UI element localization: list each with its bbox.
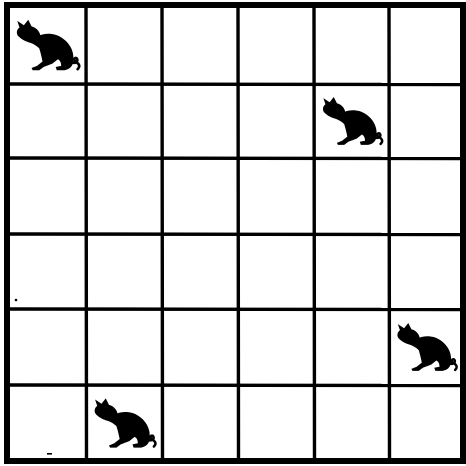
grid-line-horizontal bbox=[7, 84, 463, 85]
board-cell[interactable] bbox=[87, 8, 161, 83]
grid-line-horizontal bbox=[7, 158, 463, 159]
board-cell[interactable] bbox=[390, 235, 462, 308]
board-cell[interactable] bbox=[239, 85, 313, 157]
board-cell[interactable] bbox=[390, 85, 462, 157]
board-cell[interactable] bbox=[87, 85, 161, 157]
paper-speck bbox=[47, 453, 52, 455]
board-cell[interactable] bbox=[239, 386, 313, 459]
board-cell[interactable] bbox=[315, 310, 388, 384]
board-cell[interactable] bbox=[390, 8, 462, 83]
board-cell[interactable] bbox=[315, 8, 388, 83]
board-cell[interactable] bbox=[87, 159, 161, 233]
board-cell[interactable] bbox=[390, 159, 462, 233]
board-cell[interactable] bbox=[10, 159, 85, 233]
grid-line-horizontal bbox=[7, 234, 463, 235]
board-cell[interactable] bbox=[315, 386, 388, 459]
board-cell[interactable] bbox=[10, 235, 85, 308]
board-cell[interactable] bbox=[10, 85, 85, 157]
grid-line-horizontal bbox=[7, 385, 463, 386]
board-cell[interactable] bbox=[163, 386, 237, 459]
board-cell[interactable] bbox=[315, 159, 388, 233]
board-cell[interactable] bbox=[315, 235, 388, 308]
board-cell[interactable] bbox=[239, 159, 313, 233]
board-cell[interactable] bbox=[163, 159, 237, 233]
board-cell[interactable] bbox=[87, 235, 161, 308]
paper-speck bbox=[15, 299, 18, 302]
grid-line-horizontal bbox=[7, 309, 463, 310]
board-cell[interactable] bbox=[163, 85, 237, 157]
board-cell[interactable] bbox=[390, 386, 462, 459]
board-cell[interactable] bbox=[239, 235, 313, 308]
board-cell[interactable] bbox=[163, 310, 237, 384]
board-cell[interactable] bbox=[239, 8, 313, 83]
board-cell[interactable] bbox=[87, 310, 161, 384]
board-cell[interactable] bbox=[239, 310, 313, 384]
board-cell[interactable] bbox=[163, 8, 237, 83]
board-cell[interactable] bbox=[163, 235, 237, 308]
board-cell[interactable] bbox=[10, 310, 85, 384]
board-cell[interactable] bbox=[10, 386, 85, 459]
